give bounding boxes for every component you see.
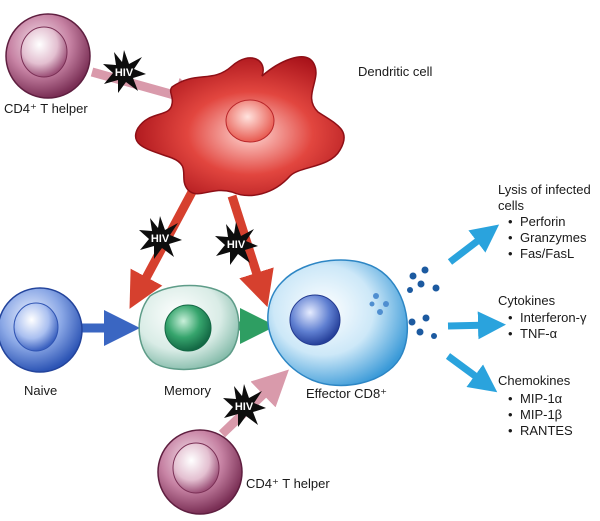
lysis-title-line1: Lysis of infected [498,182,591,197]
chemokines-bullet-3: • [508,423,513,438]
lysis-title-line2: cells [498,198,525,213]
cytokines-item-1: Interferon-γ [520,310,587,325]
chemokines-bullet-1: • [508,391,513,406]
naive-cell [0,287,83,373]
chemokines-item-1: MIP-1α [520,391,563,406]
dendritic-cell [134,56,345,197]
label-cd4-bottom: CD4⁺ T helper [246,476,330,491]
chemokines-item-3: RANTES [520,423,573,438]
lysis-bullet-1: • [508,214,513,229]
label-memory: Memory [164,383,211,398]
svg-text:HIV: HIV [235,401,254,413]
arrow-to-cytokines [447,311,506,340]
lysis-item-3: Fas/FasL [520,246,574,261]
label-naive: Naive [24,383,57,398]
lysis-bullet-3: • [508,246,513,261]
cytokines-panel: Cytokines • Interferon-γ • TNF-α [498,293,587,341]
lysis-item-2: Granzymes [520,230,587,245]
cytokines-bullet-1: • [508,310,513,325]
secreted-granules [407,266,440,339]
chemokines-item-2: MIP-1β [520,407,562,422]
svg-text:HIV: HIV [227,239,246,251]
arrow-to-lysis [447,224,500,265]
hiv-star-left: HIV [139,216,182,259]
cd4-t-helper-cell-top [5,13,91,99]
svg-text:HIV: HIV [115,67,134,79]
cytokines-title: Cytokines [498,293,556,308]
cd4-t-helper-cell-bottom [157,429,243,515]
memory-cell [138,284,240,371]
svg-text:HIV: HIV [151,233,170,245]
hiv-star-right: HIV [215,222,258,265]
effector-cd8-cell [267,259,409,387]
hiv-star-top: HIV [103,50,146,93]
label-dendritic: Dendritic cell [358,64,433,79]
cytokines-bullet-2: • [508,326,513,341]
chemokines-panel: Chemokines • MIP-1α • MIP-1β • RANTES [498,373,573,438]
label-effector: Effector CD8⁺ [306,386,387,401]
label-cd4-top: CD4⁺ T helper [4,101,88,116]
lysis-bullet-2: • [508,230,513,245]
chemokines-title: Chemokines [498,373,571,388]
lysis-item-1: Perforin [520,214,566,229]
cytokines-item-2: TNF-α [520,326,558,341]
chemokines-bullet-2: • [508,407,513,422]
lysis-panel: Lysis of infected cells • Perforin • Gra… [498,182,591,261]
arrow-to-chemokines [445,353,498,393]
hiv-star-bottom: HIV [223,384,266,427]
